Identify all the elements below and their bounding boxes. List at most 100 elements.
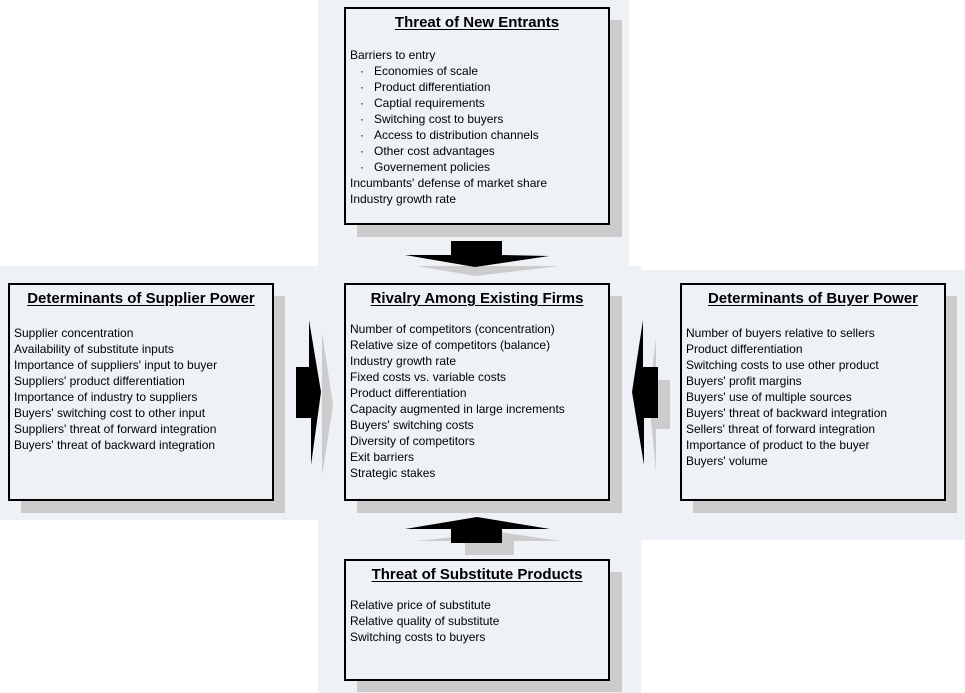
factor-item: Relative quality of substitute — [350, 613, 499, 629]
factor-text: Switching costs to buyers — [350, 630, 486, 644]
factor-item: Relative price of substitute — [350, 597, 499, 613]
factor-text: Availability of substitute inputs — [14, 342, 174, 356]
factor-item: Product differentiation — [686, 341, 887, 357]
factor-item: Switching costs to use other product — [686, 357, 887, 373]
box-title: Threat of New Entrants — [394, 14, 560, 31]
factor-text: Buyers' threat of backward integration — [14, 438, 216, 452]
factor-text: Strategic stakes — [350, 466, 436, 480]
factor-text: Exit barriers — [350, 450, 415, 464]
sub-factor-item: · Other cost advantages — [350, 143, 547, 159]
factor-item: Capacity augmented in large increments — [350, 401, 565, 417]
factor-text: Suppliers' product differentiation — [14, 374, 185, 388]
factor-text: Product differentiation — [374, 80, 491, 94]
factor-item: Buyers' threat of backward integration — [14, 437, 217, 453]
factor-text: Importance of product to the buyer — [686, 438, 870, 452]
factor-text: Supplier concentration — [14, 326, 134, 340]
factor-text: Product differentiation — [350, 386, 467, 400]
factor-item: Number of competitors (concentration) — [350, 321, 565, 337]
factor-item: Suppliers' threat of forward integration — [14, 421, 217, 437]
factor-item: Buyers' use of multiple sources — [686, 389, 887, 405]
threat-of-substitutes-box: Threat of Substitute Products Relative p… — [344, 559, 610, 681]
factor-text: Importance of industry to suppliers — [14, 390, 198, 404]
factor-text: Governement policies — [374, 160, 491, 174]
factor-item: Buyers' threat of backward integration — [686, 405, 887, 421]
factor-item: Product differentiation — [350, 385, 565, 401]
factor-text: Barriers to entry — [350, 48, 436, 62]
factor-item: Barriers to entry — [350, 47, 547, 63]
bullet-icon: · — [360, 144, 364, 158]
factor-text: Diversity of competitors — [350, 434, 475, 448]
factor-text: Buyers' switching costs — [350, 418, 474, 432]
factor-item: Suppliers' product differentiation — [14, 373, 217, 389]
threat-of-new-entrants-box: Threat of New Entrants Barriers to entry… — [344, 7, 610, 225]
factor-item: Importance of product to the buyer — [686, 437, 887, 453]
factor-list: Barriers to entry · Economies of scale · Pro… — [350, 47, 547, 207]
factor-item: Fixed costs vs. variable costs — [350, 369, 565, 385]
rivalry-box: Rivalry Among Existing Firms Number of c… — [344, 283, 610, 501]
box-title: Threat of Substitute Products — [371, 566, 583, 583]
factor-text: Relative quality of substitute — [350, 614, 500, 628]
factor-text: Other cost advantages — [374, 144, 495, 158]
factor-item: Importance of suppliers' input to buyer — [14, 357, 217, 373]
factor-text: Switching costs to use other product — [686, 358, 879, 372]
sub-factor-item: · Governement policies — [350, 159, 547, 175]
bullet-icon: · — [360, 64, 364, 78]
box-title: Rivalry Among Existing Firms — [370, 290, 584, 307]
factor-item: Buyers' switching costs — [350, 417, 565, 433]
factor-item: Industry growth rate — [350, 353, 565, 369]
sub-factor-item: · Switching cost to buyers — [350, 111, 547, 127]
factor-text: Captial requirements — [374, 96, 485, 110]
bullet-icon: · — [360, 96, 364, 110]
factor-text: Product differentiation — [686, 342, 803, 356]
factor-text: Relative size of competitors (balance) — [350, 338, 551, 352]
box-title: Determinants of Supplier Power — [27, 290, 255, 307]
buyer-power-box: Determinants of Buyer Power Number of bu… — [680, 283, 946, 501]
factor-text: Capacity augmented in large increments — [350, 402, 565, 416]
factor-text: Access to distribution channels — [374, 128, 539, 142]
factor-item: Buyers' profit margins — [686, 373, 887, 389]
bullet-icon: · — [360, 160, 364, 174]
sub-factor-item: · Access to distribution channels — [350, 127, 547, 143]
bullet-icon: · — [360, 128, 364, 142]
factor-text: Sellers' threat of forward integration — [686, 422, 876, 436]
bullet-icon: · — [360, 112, 364, 126]
factor-item: Relative size of competitors (balance) — [350, 337, 565, 353]
factor-item: Buyers' switching cost to other input — [14, 405, 217, 421]
factor-item: Importance of industry to suppliers — [14, 389, 217, 405]
factor-text: Buyers' profit margins — [686, 374, 802, 388]
factor-text: Switching cost to buyers — [374, 112, 504, 126]
factor-text: Buyers' use of multiple sources — [686, 390, 852, 404]
factor-text: Number of buyers relative to sellers — [686, 326, 875, 340]
factor-text: Incumbants' defense of market share — [350, 176, 548, 190]
factor-text: Relative price of substitute — [350, 598, 491, 612]
factor-item: Industry growth rate — [350, 191, 547, 207]
sub-factor-item: · Economies of scale — [350, 63, 547, 79]
sub-factor-item: · Captial requirements — [350, 95, 547, 111]
factor-item: Exit barriers — [350, 449, 565, 465]
factor-item: Buyers' volume — [686, 453, 887, 469]
factor-item: Switching costs to buyers — [350, 629, 499, 645]
factor-item: Diversity of competitors — [350, 433, 565, 449]
factor-item: Availability of substitute inputs — [14, 341, 217, 357]
factor-text: Economies of scale — [374, 64, 479, 78]
factor-text: Industry growth rate — [350, 192, 457, 206]
sub-factor-item: · Product differentiation — [350, 79, 547, 95]
bullet-icon: · — [360, 80, 364, 94]
factor-item: Supplier concentration — [14, 325, 217, 341]
factor-text: Buyers' threat of backward integration — [686, 406, 888, 420]
factor-item: Sellers' threat of forward integration — [686, 421, 887, 437]
factor-item: Number of buyers relative to sellers — [686, 325, 887, 341]
factor-text: Suppliers' threat of forward integration — [14, 422, 217, 436]
factor-item: Strategic stakes — [350, 465, 565, 481]
factor-text: Fixed costs vs. variable costs — [350, 370, 507, 384]
factor-text: Buyers' volume — [686, 454, 768, 468]
factor-text: Industry growth rate — [350, 354, 457, 368]
factor-list: Number of competitors (concentration)Rel… — [350, 321, 565, 481]
supplier-power-box: Determinants of Supplier Power Supplier … — [8, 283, 274, 501]
factor-item: Incumbants' defense of market share — [350, 175, 547, 191]
factor-text: Buyers' switching cost to other input — [14, 406, 206, 420]
box-title: Determinants of Buyer Power — [707, 290, 919, 307]
